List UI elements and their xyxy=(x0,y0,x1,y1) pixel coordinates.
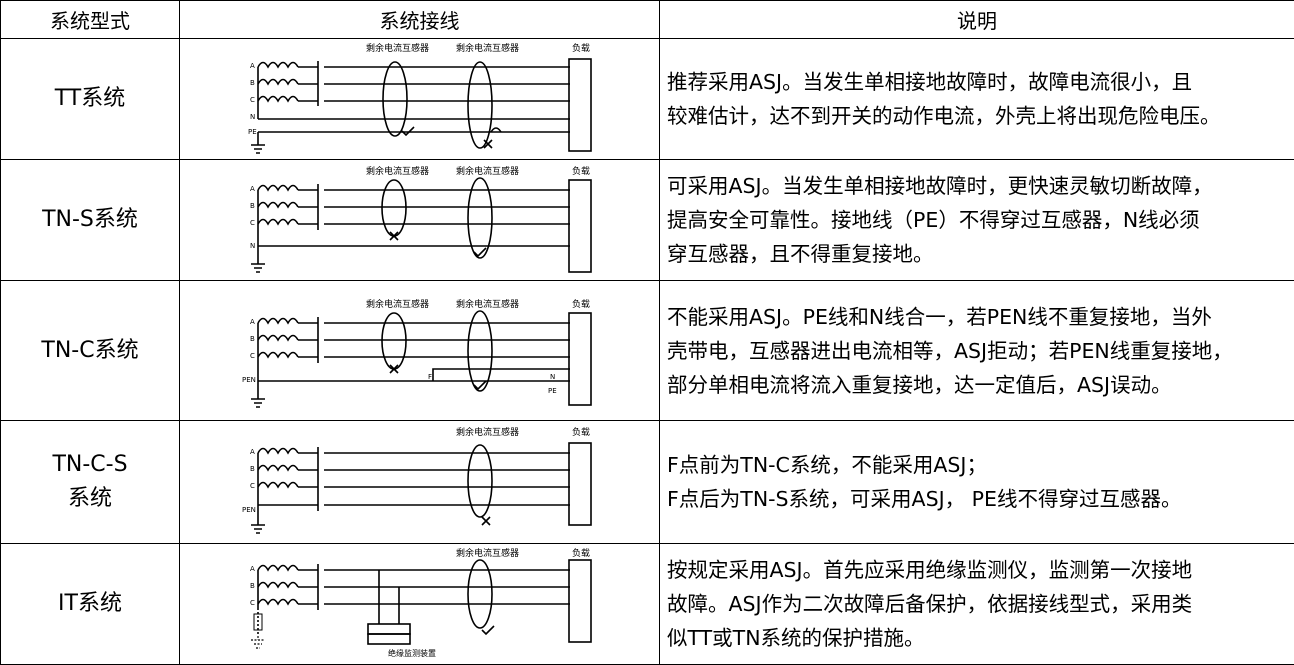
system-type-label: TN-C-S xyxy=(1,448,179,482)
phase-a-label: A xyxy=(250,185,255,193)
description-cell: F点前为TN-C系统，不能采用ASJ； F点后为TN-S系统，可采用ASJ， P… xyxy=(660,421,1294,544)
header-system-type: 系统型式 xyxy=(1,1,180,39)
system-type-cell: TN-S系统 xyxy=(1,160,180,281)
system-type-label: TT系统 xyxy=(55,86,126,111)
phase-a-label: A xyxy=(250,565,255,573)
wiring-diagram-cell: 剩余电流互感器 剩余电流互感器 负载 A B C N PE xyxy=(180,39,660,160)
description-line: 较难估计，达不到开关的动作电流，外壳上将出现危险电压。 xyxy=(667,99,1290,133)
tt-wiring-diagram: 剩余电流互感器 剩余电流互感器 负载 A B C N PE xyxy=(180,39,660,155)
system-type-cell: TN-C-S 系统 xyxy=(1,421,180,544)
load-label: 负载 xyxy=(572,42,590,54)
rcd-label: 剩余电流互感器 xyxy=(456,426,519,438)
phase-a-label: A xyxy=(250,318,255,326)
phase-c-label: C xyxy=(250,352,255,360)
phase-c-label: C xyxy=(250,599,255,607)
system-type-label: IT系统 xyxy=(58,591,122,616)
phase-c-label: C xyxy=(250,96,255,104)
phase-b-label: B xyxy=(250,79,255,87)
table-row: IT系统 剩余电流互感器 负载 A B C 绝缘监测装置 xyxy=(1,544,1294,665)
phase-c-label: C xyxy=(250,219,255,227)
phase-a-label: A xyxy=(250,62,255,70)
rcd-label: 剩余电流互感器 xyxy=(366,42,429,54)
load-label: 负载 xyxy=(572,298,590,310)
phase-b-label: B xyxy=(250,582,255,590)
n-label: N xyxy=(250,242,255,250)
rcd-label: 剩余电流互感器 xyxy=(456,42,519,54)
description-cell: 不能采用ASJ。PE线和N线合一，若PEN线不重复接地，当外 壳带电，互感器进出… xyxy=(660,281,1294,421)
system-type-cell: TT系统 xyxy=(1,39,180,160)
description-line: 推荐采用ASJ。当发生单相接地故障时，故障电流很小，且 xyxy=(667,65,1290,99)
header-description: 说明 xyxy=(660,1,1294,39)
load-label: 负载 xyxy=(572,547,590,559)
description-cell: 推荐采用ASJ。当发生单相接地故障时，故障电流很小，且 较难估计，达不到开关的动… xyxy=(660,39,1294,160)
f-point-label: F xyxy=(428,373,432,381)
system-type-label: 系统 xyxy=(1,482,179,516)
description-line: 按规定采用ASJ。首先应采用绝缘监测仪，监测第一次接地 xyxy=(667,553,1290,587)
insulation-monitor-label: 绝缘监测装置 xyxy=(388,648,436,658)
it-wiring-diagram: 剩余电流互感器 负载 A B C 绝缘监测装置 xyxy=(180,544,660,660)
description-line: 部分单相电流将流入重复接地，达一定值后，ASJ误动。 xyxy=(667,368,1290,402)
description-line: 不能采用ASJ。PE线和N线合一，若PEN线不重复接地，当外 xyxy=(667,300,1290,334)
system-type-label: TN-C系统 xyxy=(41,338,138,363)
description-line: F点后为TN-S系统，可采用ASJ， PE线不得穿过互感器。 xyxy=(667,482,1290,516)
n-label: N xyxy=(550,373,555,381)
description-line: 提高安全可靠性。接地线（PE）不得穿过互感器，N线必须 xyxy=(667,203,1290,237)
system-type-cell: TN-C系统 xyxy=(1,281,180,421)
table-row: TN-C系统 剩余电流互感器 剩余电流互感器 负载 A B C PEN F N … xyxy=(1,281,1294,421)
description-cell: 按规定采用ASJ。首先应采用绝缘监测仪，监测第一次接地 故障。ASJ作为二次故障… xyxy=(660,544,1294,665)
description-line: 似TT或TN系统的保护措施。 xyxy=(667,621,1290,655)
tn-c-wiring-diagram: 剩余电流互感器 剩余电流互感器 负载 A B C PEN F N PE xyxy=(180,281,660,416)
description-line: F点前为TN-C系统，不能采用ASJ； xyxy=(667,448,1290,482)
n-label: N xyxy=(250,113,255,121)
tn-s-wiring-diagram: 剩余电流互感器 剩余电流互感器 负载 A B C N xyxy=(180,160,660,276)
phase-c-label: C xyxy=(250,482,255,490)
pen-label: PEN xyxy=(242,376,256,384)
phase-b-label: B xyxy=(250,335,255,343)
wiring-diagram-cell: 剩余电流互感器 负载 A B C PEN xyxy=(180,421,660,544)
system-type-cell: IT系统 xyxy=(1,544,180,665)
pe-label: PE xyxy=(248,128,257,136)
description-line: 可采用ASJ。当发生单相接地故障时，更快速灵敏切断故障， xyxy=(667,169,1290,203)
pen-label: PEN xyxy=(242,506,256,514)
wiring-diagram-cell: 剩余电流互感器 剩余电流互感器 负载 A B C PEN F N PE xyxy=(180,281,660,421)
rcd-label: 剩余电流互感器 xyxy=(456,298,519,310)
pe-label: PE xyxy=(548,387,557,395)
rcd-label: 剩余电流互感器 xyxy=(456,547,519,559)
description-cell: 可采用ASJ。当发生单相接地故障时，更快速灵敏切断故障， 提高安全可靠性。接地线… xyxy=(660,160,1294,281)
phase-b-label: B xyxy=(250,202,255,210)
rcd-label: 剩余电流互感器 xyxy=(366,165,429,177)
description-line: 穿互感器，且不得重复接地。 xyxy=(667,237,1290,271)
header-wiring: 系统接线 xyxy=(180,1,660,39)
load-label: 负载 xyxy=(572,426,590,438)
tn-c-s-wiring-diagram: 剩余电流互感器 负载 A B C PEN xyxy=(180,421,660,539)
wiring-diagram-cell: 剩余电流互感器 负载 A B C 绝缘监测装置 xyxy=(180,544,660,665)
table-row: TN-S系统 剩余电流互感器 剩余电流互感器 负载 A B C N xyxy=(1,160,1294,281)
system-type-label: TN-S系统 xyxy=(42,207,138,232)
rcd-label: 剩余电流互感器 xyxy=(366,298,429,310)
description-line: 故障。ASJ作为二次故障后备保护，依据接线型式，采用类 xyxy=(667,587,1290,621)
rcd-label: 剩余电流互感器 xyxy=(456,165,519,177)
load-label: 负载 xyxy=(572,165,590,177)
table-row: TT系统 剩余电流互感器 剩余电流互感器 负载 A B C N PE xyxy=(1,39,1294,160)
description-line: 壳带电，互感器进出电流相等，ASJ拒动；若PEN线重复接地， xyxy=(667,334,1290,368)
table-header-row: 系统型式 系统接线 说明 xyxy=(1,1,1294,39)
wiring-diagram-cell: 剩余电流互感器 剩余电流互感器 负载 A B C N xyxy=(180,160,660,281)
phase-a-label: A xyxy=(250,448,255,456)
table-row: TN-C-S 系统 剩余电流互感器 负载 A B C PEN xyxy=(1,421,1294,544)
phase-b-label: B xyxy=(250,465,255,473)
